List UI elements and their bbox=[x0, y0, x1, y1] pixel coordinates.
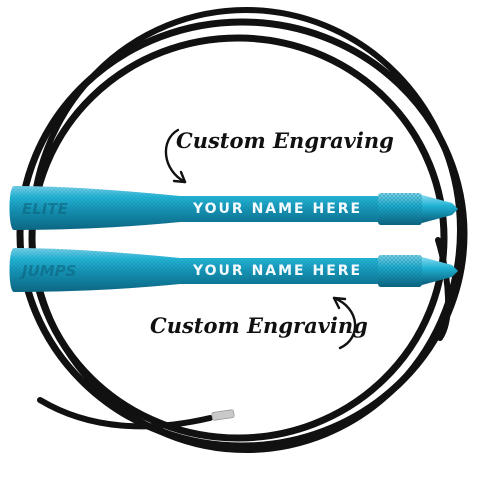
arrow-icon bbox=[164, 128, 187, 184]
callout-label-top: Custom Engraving bbox=[176, 128, 394, 153]
handle-top: ELITE bbox=[9, 186, 458, 230]
rope-cable bbox=[16, 7, 468, 453]
handle-bottom: JUMPS bbox=[9, 248, 458, 292]
brand-logo-engraving: JUMPS bbox=[19, 262, 77, 280]
brand-logo-engraving: ELITE bbox=[22, 200, 69, 218]
engraving-text-top: YOUR NAME HERE bbox=[193, 201, 363, 217]
callout-label-bottom: Custom Engraving bbox=[150, 313, 368, 338]
arrow-icon bbox=[332, 296, 357, 350]
engraving-text-bottom: YOUR NAME HERE bbox=[193, 263, 363, 279]
cable-end-ferrule bbox=[211, 409, 235, 421]
